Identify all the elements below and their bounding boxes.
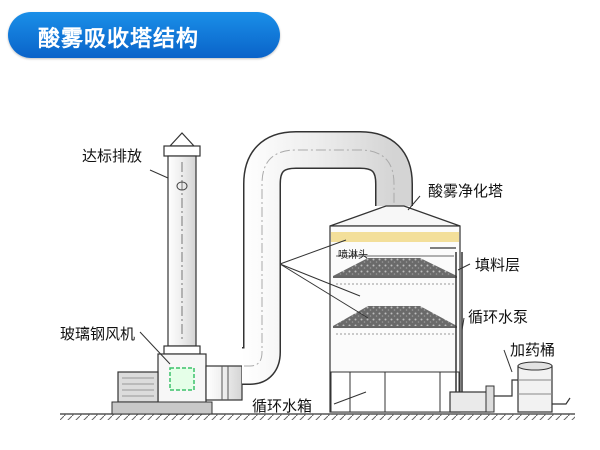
- circulation-piping: [430, 247, 520, 413]
- stack-cap-icon: [168, 132, 196, 147]
- fan-motor-icon: [117, 371, 159, 403]
- spray-band: [331, 232, 459, 242]
- ground: [60, 413, 575, 420]
- label-fan: 玻璃钢风机: [60, 325, 136, 343]
- exhaust-stack: [163, 132, 201, 355]
- fan-rotor-icon: [169, 367, 195, 391]
- label-dosing: 加药桶: [510, 341, 556, 359]
- dosing-barrel: [517, 361, 571, 413]
- page-title: 酸雾吸收塔结构: [38, 27, 200, 52]
- scrubber-tower: [329, 205, 461, 413]
- label-tower: 酸雾净化塔: [428, 182, 504, 200]
- label-exhaust: 达标排放: [82, 147, 143, 165]
- leader-lines: [139, 169, 513, 405]
- label-tank: 循环水箱: [252, 397, 313, 415]
- stack-damper-icon: [176, 181, 188, 191]
- fiberglass-fan: [111, 353, 243, 415]
- label-pump: 循环水泵: [468, 308, 529, 326]
- air-duct: [231, 131, 413, 385]
- title-banner: 酸雾吸收塔结构: [8, 12, 280, 58]
- label-spray: 喷淋头: [338, 250, 368, 261]
- label-packing: 填料层: [475, 256, 521, 274]
- pump-icon: [449, 391, 491, 413]
